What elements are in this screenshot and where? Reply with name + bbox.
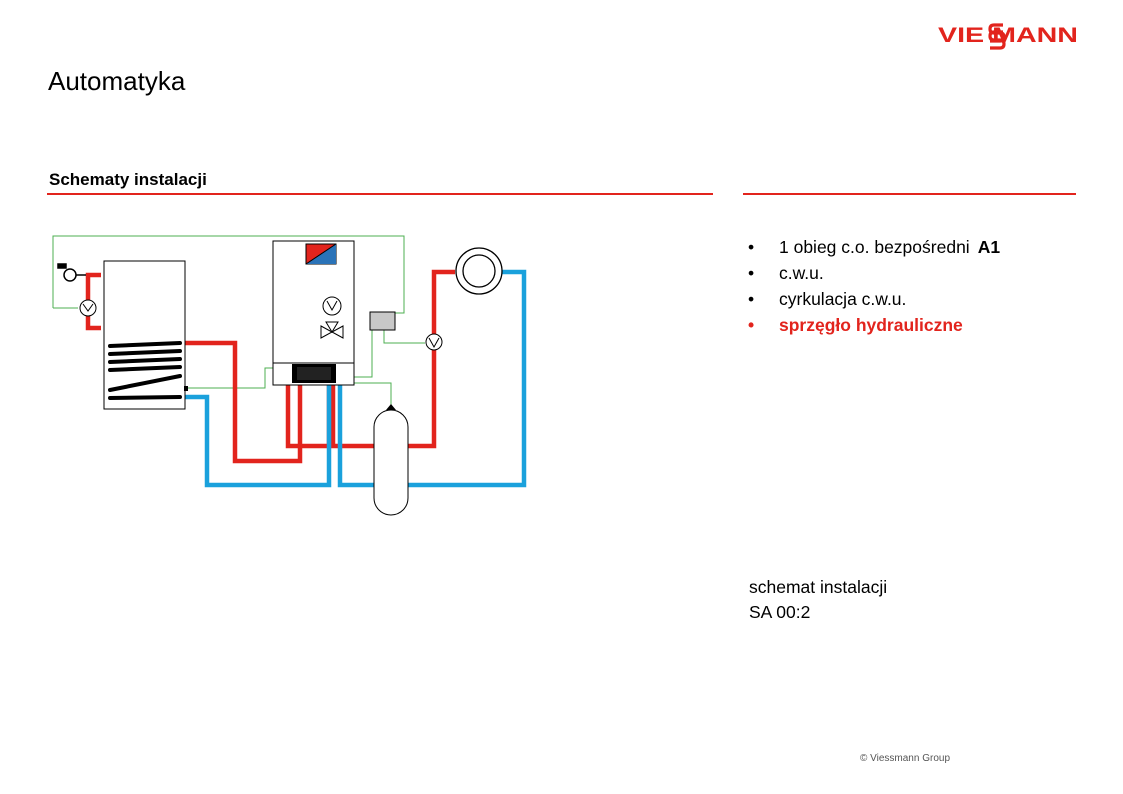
viessmann-logo: VIE MANN [938,23,1078,50]
bullet-icon: • [748,237,755,257]
svg-text:VIE MANN: VIE MANN [938,24,1078,47]
schema-code: SA 00:2 [749,602,811,622]
section-divider-right [743,193,1076,195]
section-title: Schematy instalacji [49,170,207,189]
bullet-icon: • [748,289,755,309]
schema-reference: schemat instalacji SA 00:2 [749,575,887,625]
feature-item-dhw: • c.w.u. [748,260,1000,286]
feature-text: sprzęgło hydrauliczne [779,315,963,335]
feature-text: cyrkulacja c.w.u. [779,289,907,309]
bullet-icon: • [748,315,755,335]
boiler-pump-icon [322,296,342,316]
tap-icon [57,263,86,282]
feature-text: c.w.u. [779,263,824,283]
bullet-icon: • [748,263,755,283]
heating-pump-icon [425,333,443,351]
controller-icon [369,311,396,331]
dhw-storage-tank [103,260,188,410]
control-wires [52,235,425,405]
feature-item-dhw-circulation: • cyrkulacja c.w.u. [748,286,1000,312]
page-title: Automatyka [48,66,186,96]
copyright: © Viessmann Group [860,753,951,764]
schema-label: schemat instalacji [749,577,888,597]
heat-exchanger-icon [305,243,337,265]
radiator-icon [455,247,503,295]
hydraulic-separator [373,404,409,516]
three-way-valve-icon [320,321,344,339]
feature-text: 1 obieg c.o. bezpośredni [779,237,970,257]
feature-item-hydraulic-separator: • sprzęgło hydrauliczne [748,312,1000,338]
feature-item-heating-circuit: • 1 obieg c.o. bezpośredni A1 [748,234,1000,260]
circulation-pump-icon [79,299,97,317]
feature-list: • 1 obieg c.o. bezpośredni A1 • c.w.u. • … [748,234,1000,338]
circuit-tag: A1 [977,237,1001,257]
section-divider-left [47,193,713,195]
